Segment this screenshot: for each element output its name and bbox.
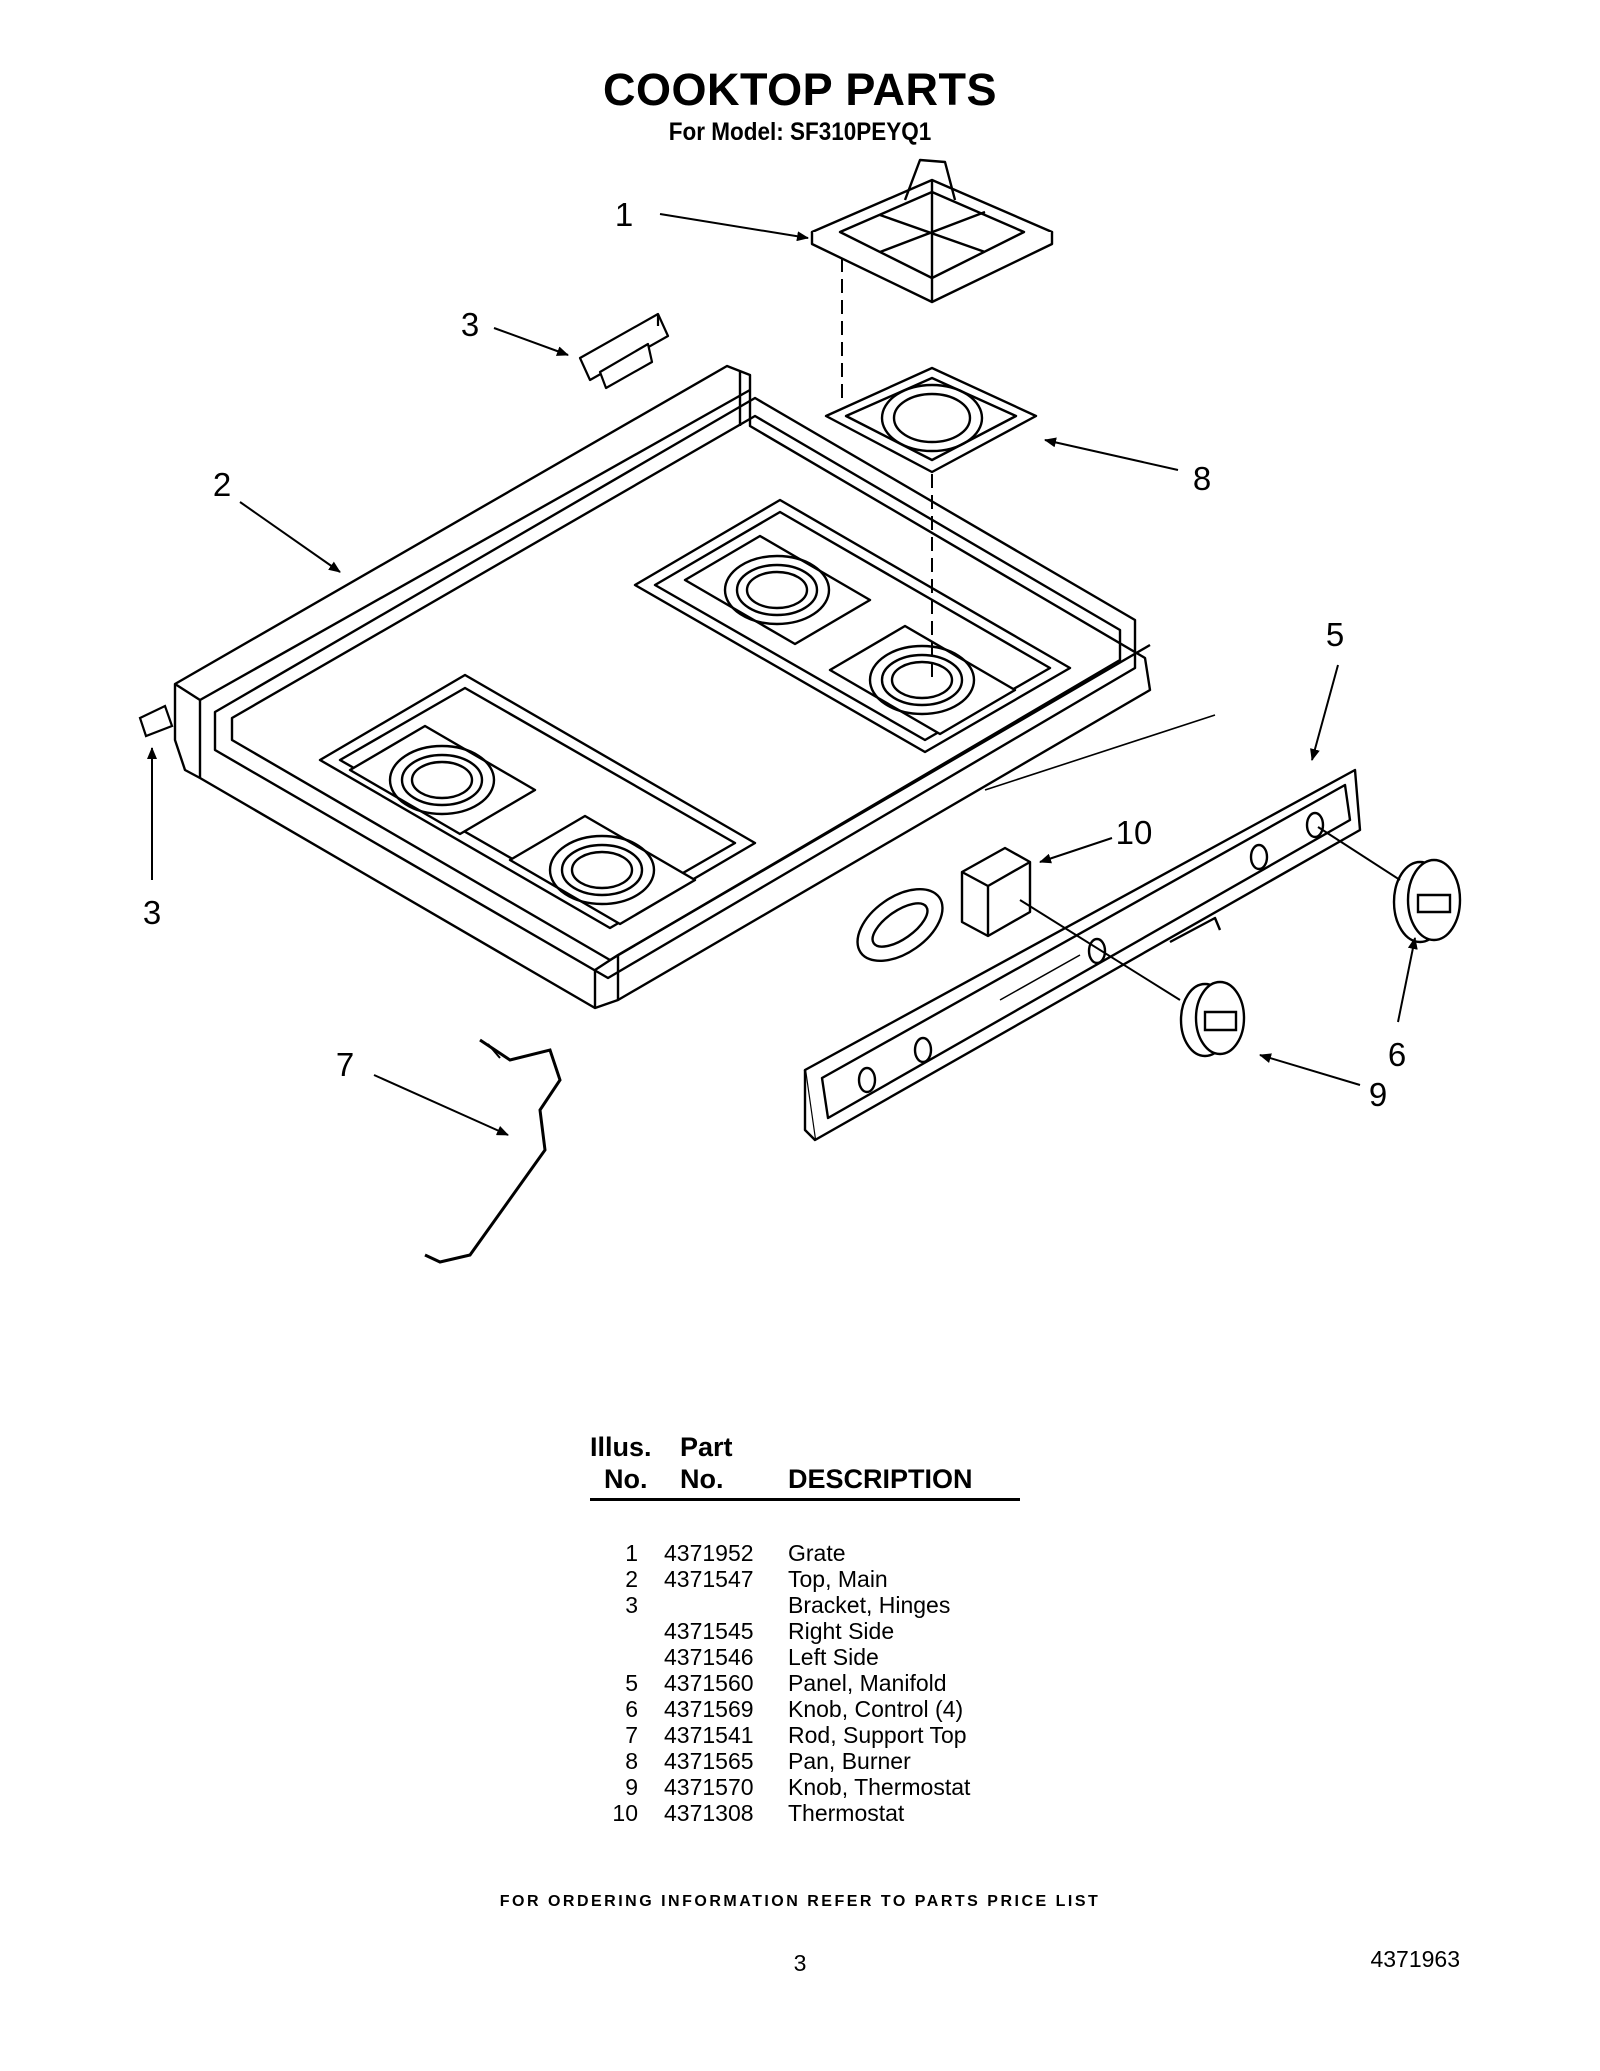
- header-illus-line1: Illus.: [590, 1432, 652, 1462]
- page-number: 3: [793, 1950, 807, 1976]
- header-part-line2: No.: [680, 1464, 724, 1494]
- description: Thermostat: [788, 1800, 905, 1826]
- burner-recess-rear-left: [348, 724, 537, 836]
- burner-pan-drawing: [824, 366, 1038, 474]
- part-no: 4371547: [664, 1566, 754, 1592]
- part-no: 4371570: [664, 1774, 754, 1800]
- header-part-line1: Part: [680, 1432, 733, 1462]
- description: Left Side: [788, 1644, 879, 1670]
- callout-control-knob: 6: [1388, 1036, 1406, 1073]
- support-rod-drawing: [424, 1038, 562, 1264]
- description: Bracket, Hinges: [788, 1592, 951, 1618]
- illus-no: 5: [625, 1670, 638, 1696]
- part-no: 4371545: [664, 1618, 754, 1644]
- hinge-bracket-drawing: [578, 312, 670, 390]
- part-no: 4371565: [664, 1748, 754, 1774]
- burner-recess-front-left: [508, 814, 697, 926]
- illus-no: 2: [625, 1566, 638, 1592]
- manifold-panel-drawing: [803, 714, 1362, 1142]
- description: Rod, Support Top: [788, 1722, 967, 1748]
- illus-no: 6: [625, 1696, 638, 1722]
- main-top-drawing: [173, 364, 1152, 1010]
- exploded-parts-diagram: 1 2 3 3 5 6 7 8 9 10: [138, 158, 1462, 1264]
- callout-top-main: 2: [213, 466, 231, 503]
- document-number: 4371963: [1370, 1946, 1460, 1972]
- description: Panel, Manifold: [788, 1670, 947, 1696]
- callout-bracket-top: 3: [461, 306, 479, 343]
- description: Knob, Control (4): [788, 1696, 964, 1722]
- callout-thermostat: 10: [1116, 814, 1153, 851]
- thermostat-drawing: [856, 846, 1032, 963]
- control-knob-drawing: [1392, 858, 1462, 944]
- part-no: 4371546: [664, 1644, 754, 1670]
- part-no: 4371308: [664, 1800, 754, 1826]
- thermostat-knob-drawing: [1179, 980, 1246, 1058]
- part-no: 4371952: [664, 1540, 754, 1566]
- burner-recess-rear-right: [683, 534, 872, 646]
- illus-no: 3: [625, 1592, 638, 1618]
- description: Top, Main: [788, 1566, 888, 1592]
- page-title: COOKTOP PARTS: [602, 64, 998, 115]
- hinge-small-drawing: [138, 704, 174, 738]
- description: Pan, Burner: [788, 1748, 911, 1774]
- header-description: DESCRIPTION: [788, 1464, 973, 1494]
- callout-manifold-panel: 5: [1326, 616, 1344, 653]
- ordering-note: FOR ORDERING INFORMATION REFER TO PARTS …: [499, 1893, 1101, 1910]
- callout-burner-pan: 8: [1193, 460, 1211, 497]
- callout-support-rod: 7: [336, 1046, 354, 1083]
- model-subtitle: For Model: SF310PEYQ1: [668, 118, 932, 146]
- callout-bracket-left: 3: [143, 894, 161, 931]
- callout-thermostat-knob: 9: [1369, 1076, 1387, 1113]
- header-rule: [590, 1498, 1020, 1501]
- description: Right Side: [788, 1618, 895, 1644]
- part-no: 4371560: [664, 1670, 754, 1696]
- burner-recess-front-right: [828, 624, 1017, 736]
- grate-drawing: [810, 158, 1054, 304]
- part-no: 4371569: [664, 1696, 754, 1722]
- illus-no: 8: [625, 1748, 638, 1774]
- illus-no: 1: [625, 1540, 638, 1566]
- header-illus-line2: No.: [604, 1464, 648, 1494]
- description: Grate: [788, 1540, 846, 1566]
- part-no: 4371541: [664, 1722, 754, 1748]
- illus-no: 10: [612, 1800, 638, 1826]
- illus-no: 9: [625, 1774, 638, 1800]
- callout-grate: 1: [615, 196, 633, 233]
- description: Knob, Thermostat: [788, 1774, 971, 1800]
- illus-no: 7: [625, 1722, 638, 1748]
